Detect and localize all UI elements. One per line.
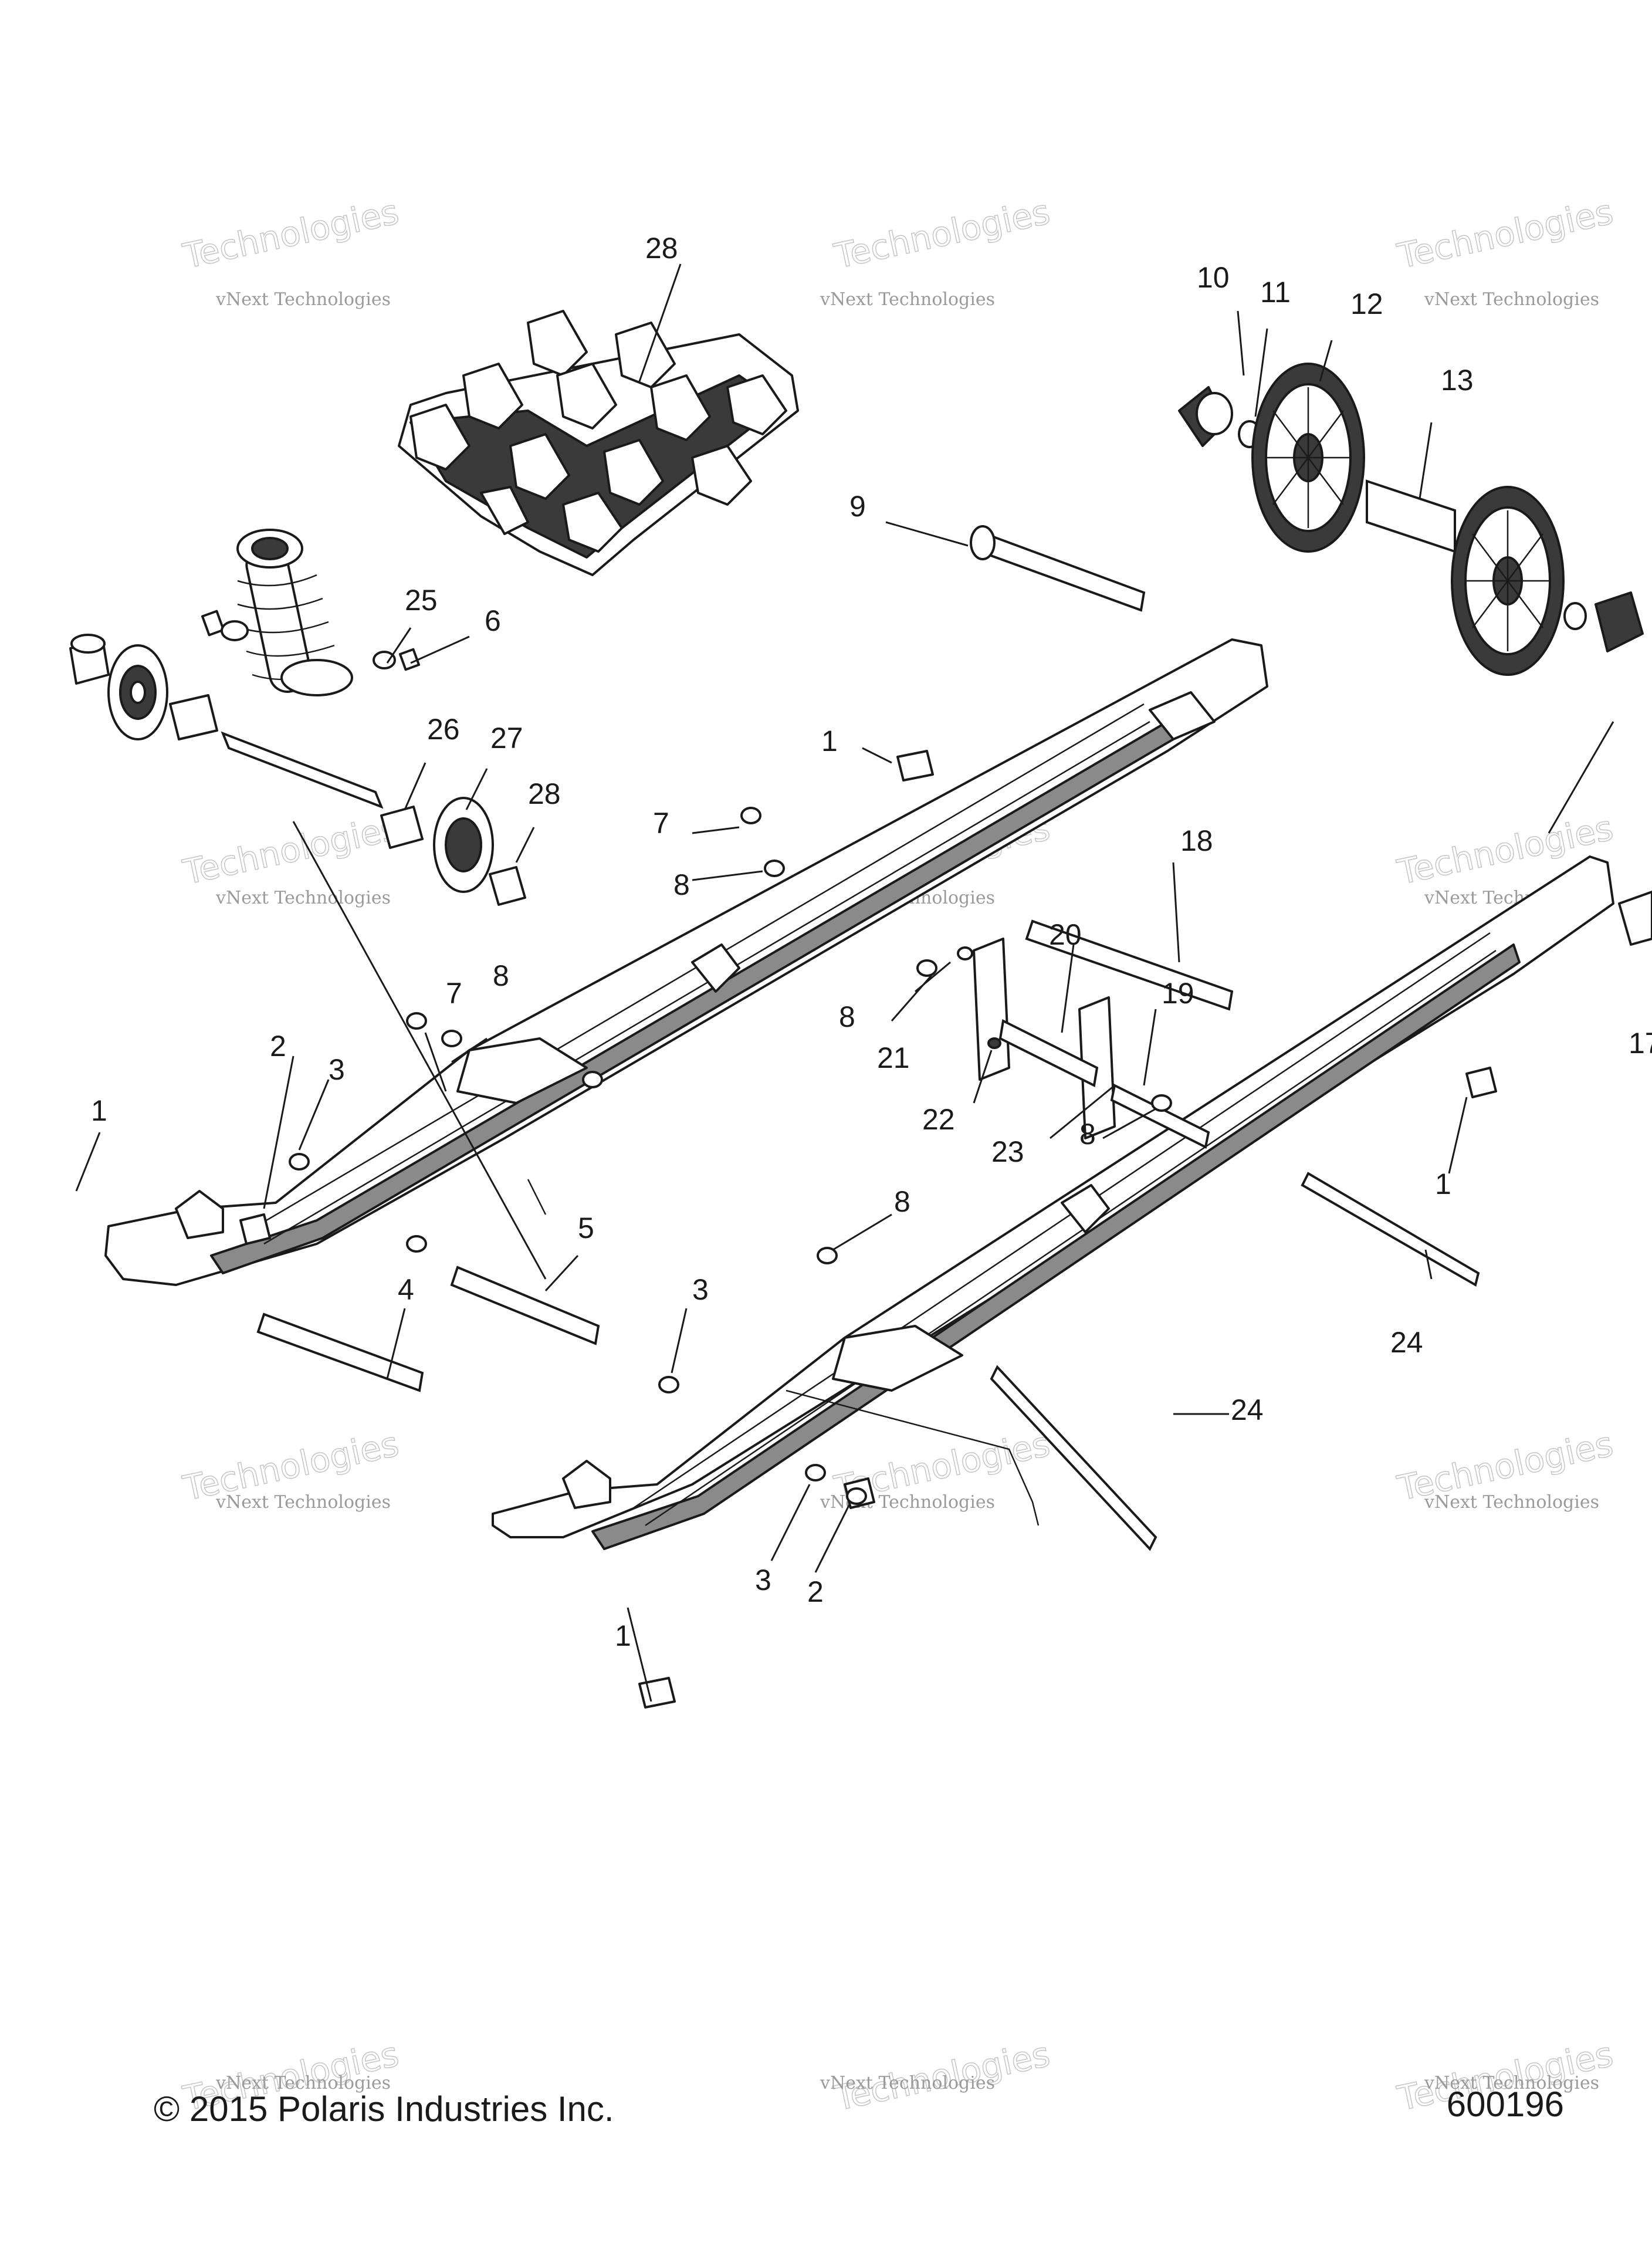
callout-2: 2 xyxy=(270,1030,286,1063)
track-section xyxy=(398,310,799,576)
callout-1: 1 xyxy=(821,725,838,757)
callout-13: 13 xyxy=(1441,364,1474,397)
copyright-text: © 2015 Polaris Industries Inc. xyxy=(154,2089,614,2129)
center-brace xyxy=(957,938,1210,1149)
callout-3: 3 xyxy=(692,1273,709,1306)
watermark-text: vNext Technologies xyxy=(215,289,391,310)
front-axle-group xyxy=(69,634,526,906)
watermark-text: vNext Technologies xyxy=(820,1492,995,1513)
watermark-text: vNext Technologies xyxy=(1424,289,1599,310)
watermark-text: vNext Technologies xyxy=(1424,2073,1599,2093)
right-rail xyxy=(492,855,1652,1550)
shock-assembly xyxy=(201,529,421,696)
watermark-text: vNext Technologies xyxy=(215,1492,391,1513)
callout-7: 7 xyxy=(653,807,669,840)
callout-5: 5 xyxy=(578,1212,594,1244)
pin-rod xyxy=(527,1179,547,1215)
callout-3: 3 xyxy=(755,1564,771,1596)
callout-21: 21 xyxy=(877,1041,910,1074)
callout-4: 4 xyxy=(398,1273,414,1306)
callout-3: 3 xyxy=(329,1053,345,1086)
callout-7: 7 xyxy=(446,977,462,1010)
left-rail xyxy=(104,638,1268,1286)
callout-8: 8 xyxy=(493,959,509,992)
callout-10: 10 xyxy=(1197,261,1230,294)
callout-20: 20 xyxy=(1049,918,1082,951)
callout-18: 18 xyxy=(1180,824,1213,857)
watermark-text: vNext Technologies xyxy=(215,2073,391,2093)
callout-8: 8 xyxy=(673,868,690,901)
callout-27: 28 xyxy=(528,777,561,810)
watermark-text: vNext Technologies xyxy=(820,2073,995,2093)
washers xyxy=(289,807,1172,1505)
callout-11: 11 xyxy=(1260,276,1291,309)
watermark-outline: Technologies xyxy=(831,192,1054,276)
rear-wheels xyxy=(1178,363,1644,676)
callout-17: 24 xyxy=(1231,1393,1264,1426)
callout-22: 22 xyxy=(922,1103,955,1136)
callout-labels: 28 10 11 12 13 9 25 6 26 27 28 1 7 8 18 … xyxy=(91,232,1652,1652)
callout-1: 1 xyxy=(1435,1168,1451,1200)
shafts-and-bolts xyxy=(239,525,1497,1709)
leader-lines xyxy=(75,263,1614,1702)
callout-23: 23 xyxy=(991,1135,1024,1168)
callout-12: 12 xyxy=(1350,287,1383,320)
track-lugs xyxy=(409,310,787,553)
watermark-outline: Technologies xyxy=(180,808,402,892)
callout-26: 27 xyxy=(490,722,523,755)
callout-19: 19 xyxy=(1162,977,1194,1010)
callout-8: 8 xyxy=(839,1000,855,1033)
callout-6: 6 xyxy=(485,604,501,637)
callout-15: 17 xyxy=(1629,1027,1652,1060)
callout-24: 25 xyxy=(405,584,438,617)
callout-28: 28 xyxy=(645,232,678,265)
watermark-outline: Technologies xyxy=(180,192,402,276)
callout-25: 26 xyxy=(427,713,460,746)
bent-rod xyxy=(786,1389,1040,1526)
callout-17: 24 xyxy=(1390,1326,1423,1359)
callout-8: 8 xyxy=(894,1185,910,1218)
watermark-text: vNext Technologies xyxy=(820,289,995,310)
callout-1: 1 xyxy=(615,1619,631,1652)
callout-8: 8 xyxy=(1079,1118,1096,1151)
part-number: 600196 xyxy=(1446,2085,1564,2124)
callout-9: 9 xyxy=(849,490,866,523)
watermark-text: vNext Technologies xyxy=(1424,1492,1599,1513)
callout-1: 1 xyxy=(91,1094,107,1127)
callout-2: 2 xyxy=(807,1575,824,1608)
watermark-outline: Technologies xyxy=(1394,192,1617,276)
watermark-text: vNext Technologies xyxy=(215,888,391,908)
